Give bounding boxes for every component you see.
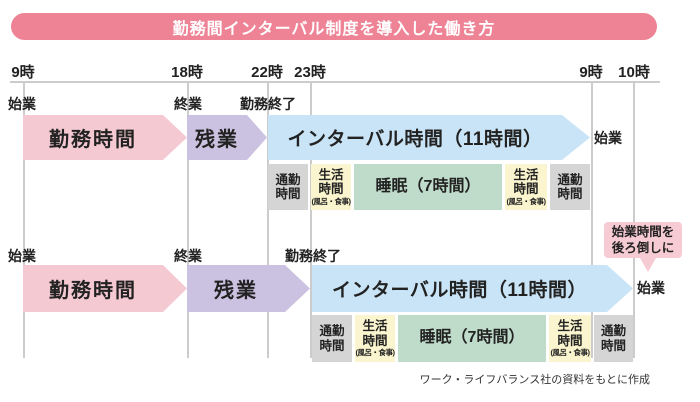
tick-23h: 23時 [294, 64, 326, 81]
row1-start-label: 始業 [8, 96, 36, 112]
row1-life-box-1: 生活時間 (風呂・食事) [311, 164, 351, 210]
tick-18h: 18時 [171, 64, 203, 81]
tick-10h: 10時 [618, 64, 650, 81]
row1-overtime-arrow: 残業 [187, 115, 267, 160]
row1-commute-box-1: 通勤時間 [268, 164, 308, 210]
row2-start-label: 始業 [8, 248, 36, 264]
row2-life-sub-2: (風呂・食事) [550, 348, 591, 358]
timeline-axis [10, 81, 660, 83]
row2-life-box-2: 生活時間 (風呂・食事) [549, 315, 591, 362]
row2-life-label-1: 生活時間 [362, 319, 388, 348]
row2-commute-box-2: 通勤時間 [594, 315, 633, 362]
row1-next-start-label: 始業 [594, 130, 622, 146]
tick-9h-next: 9時 [579, 64, 603, 81]
gridline-9h [23, 82, 25, 358]
row2-overtime-arrow: 残業 [187, 265, 310, 312]
callout-line-2: 後ろ倒しに [611, 241, 675, 255]
tick-22h: 22時 [251, 64, 283, 81]
row1-commute-label-1: 通勤時間 [275, 172, 301, 201]
row2-overtime-arrow-label: 残業 [214, 280, 258, 302]
gridline-18h [187, 82, 189, 358]
row2-interval-arrow: インターバル時間（11時間） [312, 265, 633, 312]
start-time-callout: 始業時間を 後ろ倒しに [604, 222, 682, 272]
row2-interval-arrow-label: インターバル時間（11時間） [332, 280, 587, 301]
row2-work-end-label: 勤務終了 [285, 248, 341, 264]
row1-sleep-label: 睡眠（7時間） [375, 177, 481, 195]
row1-interval-arrow-label: インターバル時間（11時間） [287, 129, 543, 150]
row2-work-arrow: 勤務時間 [23, 265, 187, 312]
row1-commute-box-2: 通勤時間 [550, 164, 590, 210]
row2-sleep-label: 睡眠（7時間） [419, 329, 525, 347]
row2-commute-label-1: 通勤時間 [319, 324, 345, 353]
row2-end-label: 終業 [174, 248, 202, 264]
gridline-10h [633, 82, 635, 358]
row1-sleep-box: 睡眠（7時間） [354, 164, 502, 210]
row1-interval-arrow: インターバル時間（11時間） [268, 115, 590, 160]
title-banner: 勤務間インターバル制度を導入した働き方 [11, 13, 657, 40]
page-title: 勤務間インターバル制度を導入した働き方 [172, 20, 496, 38]
row2-life-box-1: 生活時間 (風呂・食事) [355, 315, 395, 362]
callout-line-1: 始業時間を [611, 224, 675, 239]
row1-work-arrow: 勤務時間 [23, 115, 187, 160]
row1-life-box-2: 生活時間 (風呂・食事) [505, 164, 547, 210]
row1-work-end-label: 勤務終了 [240, 96, 296, 112]
row2-commute-box-1: 通勤時間 [312, 315, 352, 362]
row2-next-start-label: 始業 [637, 280, 665, 296]
row1-overtime-arrow-label: 残業 [195, 129, 239, 151]
row2-life-sub-1: (風呂・食事) [355, 348, 396, 358]
tick-9h: 9時 [11, 64, 35, 81]
gridline-9h-next [591, 82, 593, 358]
row1-life-sub-1: (風呂・食事) [311, 196, 352, 206]
row2-sleep-box: 睡眠（7時間） [398, 315, 546, 362]
gridline-22h [267, 82, 269, 358]
row1-life-sub-2: (風呂・食事) [506, 196, 547, 206]
row2-life-label-2: 生活時間 [557, 319, 583, 348]
gridline-23h [310, 82, 312, 358]
row2-commute-label-2: 通勤時間 [600, 324, 626, 353]
row1-commute-label-2: 通勤時間 [557, 172, 583, 201]
row2-work-arrow-label: 勤務時間 [49, 280, 137, 302]
row1-end-label: 終業 [174, 96, 202, 112]
row1-life-label-1: 生活時間 [318, 167, 344, 197]
row1-work-arrow-label: 勤務時間 [49, 129, 137, 151]
source-note: ワーク・ライフバランス社の資料をもとに作成 [419, 374, 650, 386]
row1-life-label-2: 生活時間 [513, 167, 539, 197]
